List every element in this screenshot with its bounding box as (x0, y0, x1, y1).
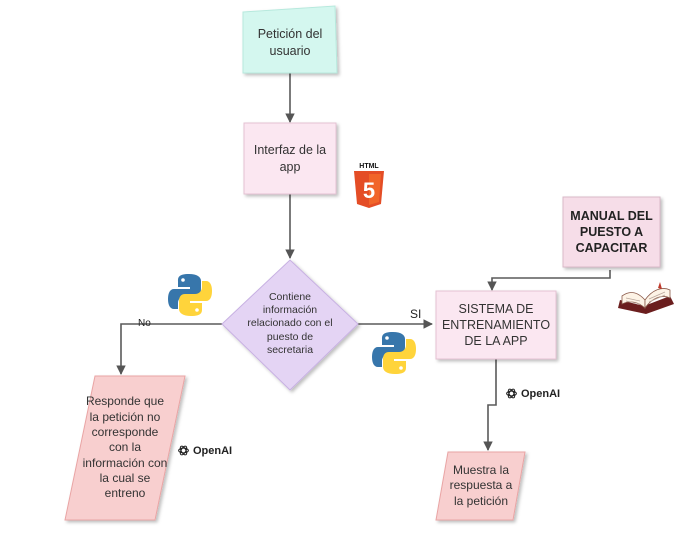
openai-icon (178, 445, 189, 456)
node-interface: Interfaz de la app (253, 143, 327, 174)
svg-text:5: 5 (363, 178, 375, 203)
node-no-response-shape (64, 375, 186, 521)
open-book-icon (618, 282, 674, 314)
node-no-response: Responde que la petición no corresponde … (82, 394, 168, 501)
openai-badge: OpenAI (177, 444, 232, 457)
python-icon (372, 332, 416, 374)
node-answer: Muestra la respuesta a la petición (449, 462, 513, 508)
node-training-shape (435, 290, 557, 360)
python-icon (168, 274, 212, 316)
edge-label-yes: SI (410, 307, 422, 321)
openai-label: OpenAI (193, 444, 233, 457)
node-decision: Contiene información relacionado con el … (247, 291, 333, 356)
openai-icon (506, 388, 517, 399)
openai-label: OpenAI (521, 387, 561, 400)
node-manual: MANUAL DEL PUESTO A CAPACITAR (570, 208, 653, 256)
node-answer-shape (435, 451, 526, 521)
html5-icon-caption: HTML (359, 163, 379, 170)
openai-badge: OpenAI (505, 387, 560, 400)
connectors (116, 73, 611, 451)
node-request: Petición del usuario (257, 27, 323, 58)
node-training: SISTEMA DE ENTRENAMIENTO DE LA APP (441, 301, 551, 349)
node-decision-shape (221, 259, 359, 391)
edge-label-no: No (138, 318, 151, 329)
edge-manual-to-training (487, 270, 611, 291)
node-interface-shape (243, 122, 337, 195)
html5-icon: HTML 5 (354, 163, 384, 208)
node-manual-shape (562, 196, 661, 268)
node-request-shape (242, 5, 338, 74)
edge-training-to-answer (483, 359, 497, 451)
edge-decision-no (116, 323, 222, 375)
